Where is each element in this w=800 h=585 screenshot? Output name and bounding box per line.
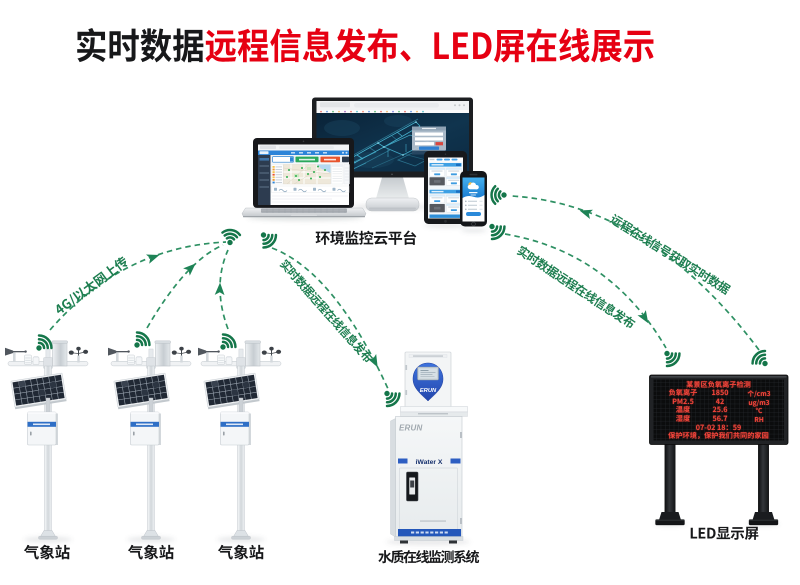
stats-row <box>271 185 350 193</box>
platform-label: 环境监控云平台 <box>315 227 417 248</box>
led-display-label: LED显示屏 <box>689 522 759 544</box>
wifi-icon-platform-led <box>482 217 509 243</box>
table-panel <box>331 164 350 185</box>
arrow-platform-to-water <box>271 247 390 392</box>
led-cell-name: 温度 <box>675 405 691 416</box>
led-cell-unit: ℃ <box>755 405 763 416</box>
led-cell-name: PM2.5 <box>672 396 694 407</box>
bookmarks-icons <box>320 110 424 113</box>
arrow-led-to-platform <box>511 195 760 351</box>
monitor-stand <box>376 177 409 199</box>
led-cell-value: 56.7 <box>712 414 728 425</box>
led-cell-unit: ug/m3 <box>748 396 770 407</box>
cabinet-brand-text: ERUN <box>399 424 422 433</box>
wifi-icon-station2 <box>127 328 154 355</box>
map-panel <box>283 164 331 185</box>
title-black-part: 实时数据 <box>75 18 205 70</box>
led-cell-unit: 个/cm3 <box>747 388 771 399</box>
keyboard-keys <box>261 208 347 213</box>
wifi-icon-water-top <box>377 384 404 410</box>
led-cell-value: 42 <box>715 396 725 407</box>
laptop <box>241 138 367 218</box>
weather-station-2 <box>107 340 192 540</box>
wifi-icon-station1 <box>29 331 56 358</box>
led-row-anion: 负氧离子 1850 个/cm3 <box>653 389 784 398</box>
station-2-label: 气象站 <box>127 541 175 563</box>
led-line-slogan: 保护环境，保护我们共同的家园 <box>668 431 769 441</box>
station-1-label: 气象站 <box>23 541 71 563</box>
title-red-part: 远程信息发布、LED屏在线展示 <box>204 18 656 70</box>
led-row-temperature: 温度 25.6 ℃ <box>653 406 784 415</box>
water-quality-system: ERUN ERUN iWater X <box>390 351 468 544</box>
led-cell-name: 湿度 <box>675 414 691 425</box>
led-panel-screen <box>653 379 784 441</box>
arrow-station2-to-platform <box>146 244 224 329</box>
phone <box>460 171 487 227</box>
water-system-label: 水质在线监测系统 <box>378 547 480 567</box>
led-screen-text: 某景区负氧离子检测 负氧离子 1850 个/cm3 PM2.5 42 ug/m3 温度 2… <box>653 380 784 441</box>
led-cell-name: 负氧离子 <box>668 388 698 399</box>
wifi-icon-led-right <box>748 347 775 373</box>
wifi-icon-led-top <box>657 344 684 370</box>
controller-brand-text: ERUN <box>420 388 437 394</box>
station-3-label: 气象站 <box>217 541 265 563</box>
cabinet-model-text: iWater X <box>416 459 443 466</box>
page-title: 实时数据远程信息发布、LED屏在线展示 <box>75 24 655 64</box>
list-panel <box>271 164 284 185</box>
phone-rows <box>465 200 483 211</box>
cabinet-band-text <box>411 531 448 534</box>
weather-station-3 <box>197 340 282 540</box>
led-row-humidity: 湿度 56.7 RH <box>653 415 784 424</box>
led-cell-unit: RH <box>754 414 764 425</box>
led-display <box>649 374 789 526</box>
wifi-icon-platform-water <box>254 225 280 252</box>
tablet-cards-1 <box>429 167 462 186</box>
cloud-icon <box>467 182 479 190</box>
led-line-datetime: 07-02 18：59 <box>695 422 742 433</box>
map-markers <box>286 165 326 181</box>
led-cell-value: 1850 <box>711 388 729 399</box>
weather-station-1 <box>4 340 89 540</box>
login-panel <box>412 126 446 155</box>
wifi-icon-platform-top-right <box>490 184 508 206</box>
wifi-icon-platform-left <box>219 227 242 248</box>
led-cell-value: 25.6 <box>712 405 728 416</box>
tablet <box>424 151 467 224</box>
menu-items <box>291 152 327 154</box>
led-row-pm25: PM2.5 42 ug/m3 <box>653 398 784 407</box>
led-line-title: 某景区负氧离子检测 <box>686 379 751 390</box>
tablet-cards-2 <box>429 194 462 213</box>
